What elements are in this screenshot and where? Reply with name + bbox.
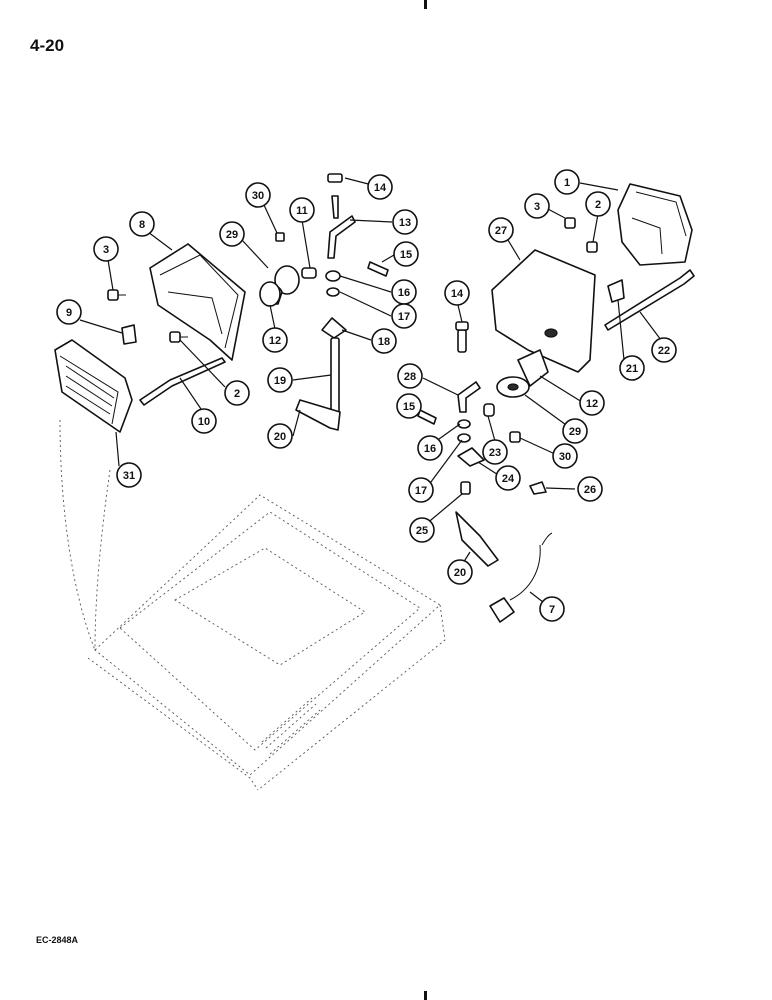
callout-17: 17 (391, 303, 417, 329)
callout-8: 8 (129, 211, 155, 237)
callout-30: 30 (552, 443, 578, 469)
left-work-lamp (54, 339, 133, 433)
svg-text:16: 16 (398, 287, 410, 299)
callout-27: 27 (488, 217, 514, 243)
center-mirror-mount (259, 173, 389, 431)
callout-29: 29 (562, 418, 588, 444)
callout-11: 11 (289, 197, 315, 223)
svg-text:18: 18 (378, 336, 390, 348)
svg-text:1: 1 (564, 177, 570, 189)
callout-15: 15 (396, 393, 422, 419)
svg-text:15: 15 (400, 249, 412, 261)
svg-text:19: 19 (274, 375, 286, 387)
svg-text:7: 7 (549, 604, 555, 616)
svg-text:29: 29 (226, 229, 238, 241)
callout-25: 25 (409, 517, 435, 543)
svg-text:30: 30 (559, 451, 571, 463)
callout-13: 13 (392, 209, 418, 235)
svg-text:28: 28 (404, 371, 416, 383)
right-work-lamp (617, 183, 693, 266)
left-bracket-rod (121, 324, 226, 406)
page-bottom-mark (424, 991, 427, 1000)
callout-12: 12 (262, 327, 288, 353)
callout-12: 12 (579, 390, 605, 416)
page-top-mark (424, 0, 427, 9)
callout-2: 2 (585, 191, 611, 217)
callout-19: 19 (267, 367, 293, 393)
right-bracket-rod (564, 217, 695, 331)
figure-code: EC-2848A (36, 935, 79, 945)
callout-22: 22 (651, 337, 677, 363)
callout-1: 1 (554, 169, 580, 195)
left-lamp-shroud (149, 243, 246, 361)
svg-text:13: 13 (399, 217, 411, 229)
svg-text:29: 29 (569, 426, 581, 438)
callout-14: 14 (444, 280, 470, 306)
right-lamp-shroud (491, 249, 596, 373)
svg-text:14: 14 (374, 182, 387, 194)
svg-text:2: 2 (234, 388, 240, 400)
svg-text:21: 21 (626, 363, 638, 375)
callout-23: 23 (482, 439, 508, 465)
svg-text:11: 11 (296, 205, 308, 217)
leader-lines (79, 177, 665, 610)
svg-text:17: 17 (398, 311, 410, 323)
callout-15: 15 (393, 241, 419, 267)
svg-text:2: 2 (595, 199, 601, 211)
callout-3: 3 (93, 236, 119, 262)
svg-text:12: 12 (269, 335, 281, 347)
callout-9: 9 (56, 299, 82, 325)
svg-text:9: 9 (66, 307, 72, 319)
svg-text:8: 8 (139, 219, 145, 231)
svg-text:14: 14 (451, 288, 464, 300)
callout-18: 18 (371, 328, 397, 354)
svg-text:16: 16 (424, 443, 436, 455)
callout-16: 16 (391, 279, 417, 305)
callout-14: 14 (367, 174, 393, 200)
callout-26: 26 (577, 476, 603, 502)
svg-text:10: 10 (198, 416, 210, 428)
callout-16: 16 (417, 435, 443, 461)
svg-text:24: 24 (502, 473, 515, 485)
callout-31: 31 (116, 462, 142, 488)
svg-text:17: 17 (415, 485, 427, 497)
page-number: 4-20 (30, 36, 65, 55)
svg-text:12: 12 (586, 398, 598, 410)
callout-29: 29 (219, 221, 245, 247)
svg-text:25: 25 (416, 525, 428, 537)
svg-text:30: 30 (252, 190, 264, 202)
callout-2: 2 (224, 380, 250, 406)
callout-21: 21 (619, 355, 645, 381)
callout-28: 28 (397, 363, 423, 389)
svg-text:22: 22 (658, 345, 670, 357)
callout-24: 24 (495, 465, 521, 491)
svg-text:26: 26 (584, 484, 596, 496)
callout-30: 30 (245, 182, 271, 208)
svg-text:27: 27 (495, 225, 507, 237)
svg-text:15: 15 (403, 401, 415, 413)
callout-10: 10 (191, 408, 217, 434)
svg-text:20: 20 (454, 567, 466, 579)
callout-7: 7 (539, 596, 565, 622)
cab-roof (59, 419, 446, 791)
svg-text:31: 31 (123, 470, 135, 482)
callout-3: 3 (524, 193, 550, 219)
callout-17: 17 (408, 477, 434, 503)
svg-text:23: 23 (489, 447, 501, 459)
left-screws (107, 289, 188, 343)
callout-20: 20 (267, 423, 293, 449)
svg-text:20: 20 (274, 431, 286, 443)
callout-20: 20 (447, 559, 473, 585)
svg-text:3: 3 (534, 201, 540, 213)
svg-text:3: 3 (103, 244, 109, 256)
harness (489, 532, 553, 623)
